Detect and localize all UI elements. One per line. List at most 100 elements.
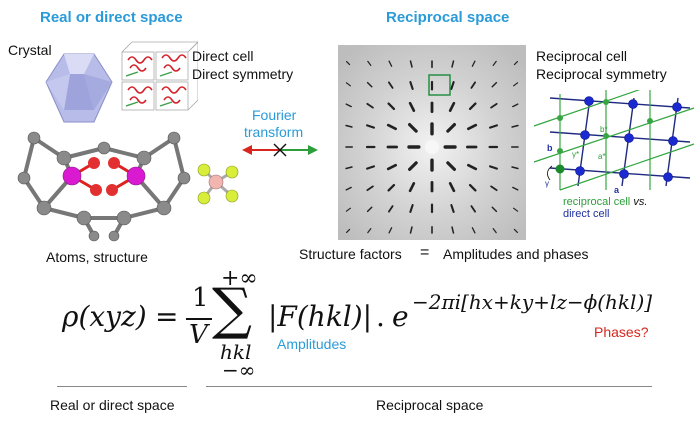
diffraction-spot xyxy=(448,101,456,112)
diffraction-spot xyxy=(345,82,351,87)
footer-divider-right xyxy=(206,386,652,387)
diffraction-spot xyxy=(345,166,353,170)
diffraction-spot xyxy=(409,60,413,68)
diffraction-spot xyxy=(489,124,498,129)
reciprocal-lattice-diagram xyxy=(533,90,695,191)
diffraction-spot xyxy=(388,227,393,234)
diffraction-spot xyxy=(511,124,519,128)
diffraction-spot xyxy=(451,226,455,234)
diffraction-spot xyxy=(409,204,414,213)
legend-reciprocal-text: reciprocal cell xyxy=(563,196,631,208)
fourier-arrow-icon xyxy=(242,143,318,157)
diffraction-spot xyxy=(409,81,414,90)
header-real-space: Real or direct space xyxy=(40,9,183,26)
diffraction-spot xyxy=(408,123,418,133)
diffraction-spot xyxy=(489,165,498,170)
amplitudes-and-phases-label: Amplitudes and phases xyxy=(443,246,589,262)
diffraction-spot xyxy=(471,227,476,234)
axis-a-label: a xyxy=(614,185,620,195)
counterion-molecule xyxy=(197,163,239,205)
direct-symmetry-label: Direct symmetry xyxy=(192,66,294,82)
direct-cell-illustration xyxy=(121,41,198,111)
diffraction-spot xyxy=(451,60,455,68)
diffraction-spot xyxy=(366,165,375,170)
reciprocal-cell-label: Reciprocal cell xyxy=(536,48,628,64)
crystal-icon xyxy=(45,53,113,123)
diffraction-spot xyxy=(468,102,477,111)
diffraction-spot xyxy=(491,206,498,213)
structure-factors-equals: = xyxy=(420,244,430,261)
formula-exponent: −2πi[hx+ky+lz−ϕ(hkl)] xyxy=(412,290,653,314)
diffraction-spot xyxy=(513,60,519,66)
amplitudes-label: Amplitudes xyxy=(277,336,347,352)
formula-sum-symbol: ∑ xyxy=(212,277,252,342)
diffraction-spot xyxy=(446,161,456,171)
axis-b-label: b xyxy=(547,143,553,153)
header-reciprocal-space: Reciprocal space xyxy=(386,9,510,26)
diffraction-spot xyxy=(409,226,413,234)
diffraction-spot xyxy=(366,81,373,88)
diffraction-spot xyxy=(511,166,519,170)
formula-sum-top: +∞ xyxy=(221,266,258,291)
diffraction-spot xyxy=(367,60,372,66)
angle-gamma-label: γ xyxy=(545,179,549,188)
diffraction-pattern-image xyxy=(338,45,526,240)
diffraction-spot xyxy=(490,185,498,192)
atoms-structure-label: Atoms, structure xyxy=(46,249,148,265)
diffraction-spot xyxy=(387,183,396,192)
formula-fraction-bar xyxy=(186,318,212,320)
footer-divider-left xyxy=(57,386,187,387)
diffraction-spot xyxy=(512,186,519,191)
diffraction-spot xyxy=(387,81,394,89)
diffraction-spot xyxy=(467,163,478,171)
diffraction-spot xyxy=(471,60,476,67)
diffraction-spot xyxy=(386,123,397,131)
legend-direct-cell: direct cell xyxy=(563,208,610,220)
formula-amplitude: |F(hkl)| xyxy=(268,300,373,333)
fourier-label-line2: transform xyxy=(244,124,304,140)
diffraction-spot xyxy=(345,60,351,66)
diffraction-spot xyxy=(512,103,519,108)
diffraction-spot xyxy=(345,186,352,191)
structure-factors-label: Structure factors xyxy=(299,246,402,262)
formula-dot: . xyxy=(376,300,385,333)
diffraction-spot xyxy=(408,161,418,171)
diffraction-spot xyxy=(345,103,352,108)
diffraction-spot xyxy=(408,101,416,112)
diffraction-spot xyxy=(366,124,375,129)
formula-equals: = xyxy=(155,300,179,333)
molecule-structure xyxy=(17,131,191,242)
diffraction-spot xyxy=(492,60,497,66)
diffraction-spot xyxy=(450,204,455,213)
formula-sum-bottom: −∞ xyxy=(222,358,256,382)
angle-gamma-star-label: γ* xyxy=(572,150,580,159)
diffraction-spot xyxy=(386,163,397,171)
diffraction-spot xyxy=(367,228,372,234)
diffraction-spot xyxy=(366,102,374,109)
formula-exp-base: e xyxy=(392,300,409,333)
diffraction-spot xyxy=(366,206,373,213)
diffraction-spot xyxy=(387,102,396,111)
diffraction-spot xyxy=(345,207,351,212)
direct-cell-label: Direct cell xyxy=(192,48,254,64)
formula-fraction-denominator: V xyxy=(189,320,208,350)
diffraction-spot xyxy=(366,185,374,192)
diffraction-spot xyxy=(467,123,478,131)
phases-label: Phases? xyxy=(594,324,649,340)
diffraction-spot xyxy=(446,123,456,133)
diffraction-spot xyxy=(468,183,477,192)
footer-reciprocal-space: Reciprocal space xyxy=(376,397,484,413)
axis-a-star-label: a* xyxy=(598,152,606,161)
diffraction-spot xyxy=(450,81,455,90)
diffraction-spot xyxy=(388,60,393,67)
formula-fraction-numerator: 1 xyxy=(192,283,209,313)
formula-lhs: ρ(xyz) xyxy=(62,300,147,333)
axis-b-star-label: b* xyxy=(600,125,608,134)
diffraction-spot xyxy=(345,124,353,128)
legend-reciprocal-cell: reciprocal cell vs. xyxy=(563,196,647,208)
diffraction-spot xyxy=(513,207,519,212)
diffraction-spot xyxy=(448,182,456,193)
diffraction-spot xyxy=(345,228,351,234)
diffraction-spot xyxy=(387,205,394,213)
diffraction-spot xyxy=(513,82,519,87)
